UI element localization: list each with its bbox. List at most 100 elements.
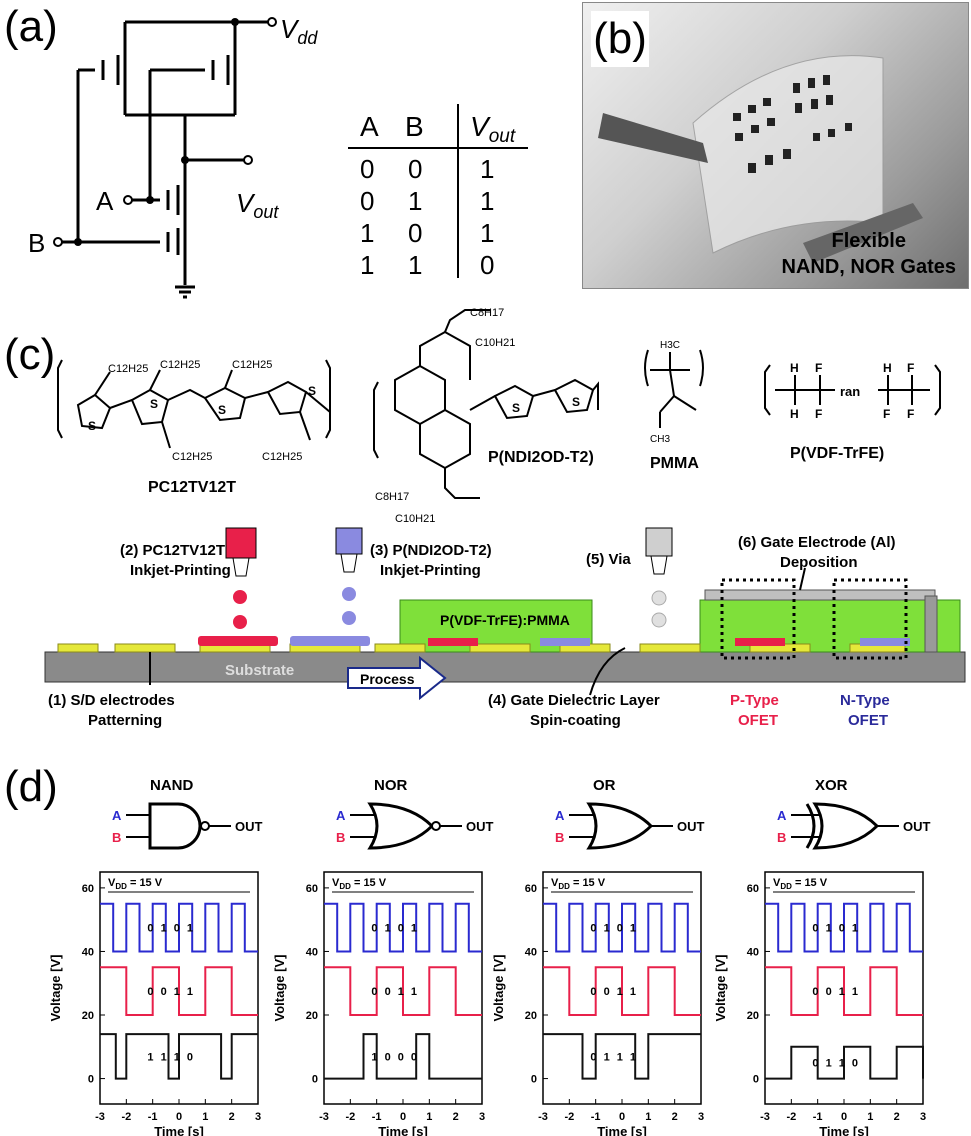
nor-gate-icon <box>367 802 435 850</box>
gate-input-a-label: A <box>555 808 565 823</box>
y-tick-label: 60 <box>525 883 537 895</box>
svg-text:F: F <box>907 361 914 375</box>
y-tick-label: 20 <box>306 1010 318 1022</box>
pmma-structure <box>644 349 704 428</box>
gate-input-a-label: A <box>777 808 787 823</box>
gate-output-label: OUT <box>466 819 494 834</box>
waveform-state-label: 0 1 0 1 <box>147 923 195 935</box>
photo-illustration <box>598 55 923 263</box>
photo-caption: Flexible NAND, NOR Gates <box>781 230 956 278</box>
dielectric-layer-label: P(VDF-TrFE):PMMA <box>440 612 570 628</box>
y-tick-label: 0 <box>531 1074 537 1086</box>
waveform-a <box>765 902 923 953</box>
y-tick-label: 0 <box>312 1074 318 1086</box>
inverter-bubble-icon <box>200 821 210 831</box>
truth-table: A B Vout 0 0 1 0 1 1 1 0 1 1 1 0 <box>348 104 528 280</box>
x-tick-label: -1 <box>591 1111 601 1123</box>
x-axis-label: Time [s] <box>597 1124 647 1136</box>
step3-label-line1: (3) P(NDI2OD-T2) <box>370 542 492 559</box>
gate-title: NAND <box>150 777 193 794</box>
svg-text:H: H <box>883 361 892 375</box>
y-tick-label: 0 <box>753 1074 759 1086</box>
x-tick-label: 1 <box>202 1111 208 1123</box>
panel-label-d: (d) <box>4 762 58 811</box>
x-tick-label: -3 <box>538 1111 548 1123</box>
h3c-label: H3C <box>660 340 680 351</box>
svg-text:F: F <box>883 407 890 421</box>
svg-text:1: 1 <box>408 186 422 216</box>
svg-text:1: 1 <box>480 154 494 184</box>
y-axis-label: Voltage [V] <box>491 955 506 1022</box>
ntype-label-line2: OFET <box>848 712 888 729</box>
x-tick-label: -3 <box>95 1111 105 1123</box>
gate-input-a-label: A <box>336 808 346 823</box>
vdd-annotation: VDD = 15 V <box>108 877 163 891</box>
c8h17-label: C8H17 <box>375 491 409 503</box>
y-axis-label: Voltage [V] <box>48 955 63 1022</box>
vdd-annotation: VDD = 15 V <box>773 877 828 891</box>
pndi-structure <box>373 309 599 499</box>
svg-text:0: 0 <box>360 186 374 216</box>
step4-label-line1: (4) Gate Dielectric Layer <box>488 692 660 709</box>
step4-label-line2: Spin-coating <box>530 712 621 729</box>
process-arrow <box>347 655 447 701</box>
step2-label-line1: (2) PC12TV12T <box>120 542 225 559</box>
svg-text:S: S <box>218 403 226 417</box>
step1-label-line1: (1) S/D electrodes <box>48 692 175 709</box>
panel-label-c: (c) <box>4 330 56 379</box>
inkjet-head-blue <box>335 527 363 625</box>
svg-text:0: 0 <box>408 218 422 248</box>
svg-text:S: S <box>88 419 96 433</box>
vdd-label: Vdd <box>280 14 318 48</box>
svg-text:0: 0 <box>480 250 494 280</box>
waveform-b <box>543 966 701 1016</box>
inkjet-head-red <box>225 527 257 629</box>
pvdf-structure <box>764 364 941 416</box>
svg-text:S: S <box>572 395 580 409</box>
y-tick-label: 20 <box>747 1010 759 1022</box>
svg-text:1: 1 <box>360 250 374 280</box>
x-tick-label: 3 <box>920 1111 926 1123</box>
x-tick-label: 2 <box>453 1111 459 1123</box>
x-tick-label: 2 <box>894 1111 900 1123</box>
x-axis-label: Time [s] <box>378 1124 428 1136</box>
vdd-annotation: VDD = 15 V <box>551 877 606 891</box>
x-tick-label: 2 <box>229 1111 235 1123</box>
y-tick-label: 60 <box>747 883 759 895</box>
svg-text:1: 1 <box>360 218 374 248</box>
y-axis-label: Voltage [V] <box>272 955 287 1022</box>
input-b-label: B <box>28 228 45 258</box>
gate-input-a-label: A <box>112 808 122 823</box>
svg-text:S: S <box>512 401 520 415</box>
ntype-label-line1: N-Type <box>840 692 890 709</box>
svg-text:Vout: Vout <box>470 111 516 147</box>
x-tick-label: 3 <box>698 1111 704 1123</box>
gate-input-b-label: B <box>777 830 786 845</box>
step3-label-line2: Inkjet-Printing <box>380 562 481 579</box>
c10h21-label: C10H21 <box>475 337 515 349</box>
svg-text:F: F <box>907 407 914 421</box>
pc12tv12t-label: PC12TV12T <box>148 479 236 496</box>
svg-text:1: 1 <box>408 250 422 280</box>
x-tick-label: -2 <box>121 1111 131 1123</box>
x-tick-label: 1 <box>645 1111 651 1123</box>
pndi-label: P(NDI2OD-T2) <box>488 449 594 466</box>
gate-title: XOR <box>815 777 848 794</box>
x-tick-label: -2 <box>345 1111 355 1123</box>
svg-text:A: A <box>360 111 379 142</box>
waveform-a <box>100 902 258 953</box>
nand-circuit-diagram: Vdd Vout A B A B Vout 0 0 1 0 1 1 1 0 1 … <box>28 14 528 299</box>
pmma-label: PMMA <box>650 455 699 472</box>
x-tick-label: 2 <box>672 1111 678 1123</box>
xor-extra-arc <box>805 803 816 849</box>
gate-output-label: OUT <box>677 819 705 834</box>
c8h17-label: C8H17 <box>470 307 504 319</box>
svg-text:S: S <box>308 384 316 398</box>
y-tick-label: 20 <box>82 1010 94 1022</box>
input-a-label: A <box>96 186 114 216</box>
x-tick-label: -1 <box>372 1111 382 1123</box>
step5-label: (5) Via <box>586 551 631 568</box>
vdd-annotation: VDD = 15 V <box>332 877 387 891</box>
